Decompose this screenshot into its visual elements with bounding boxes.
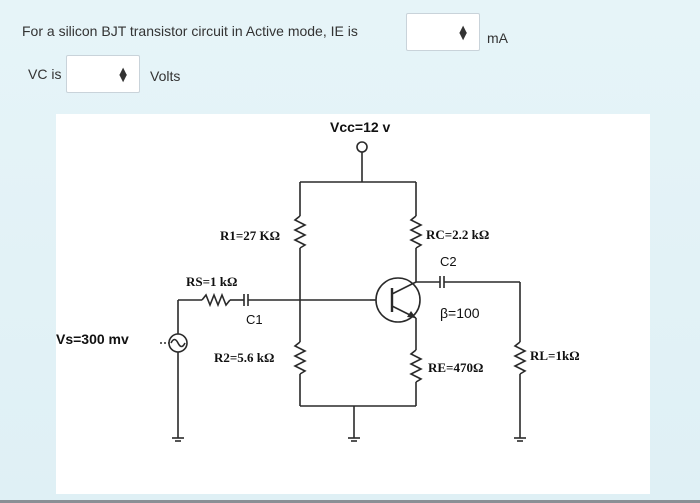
vcc-label: Vcc=12 v bbox=[330, 119, 391, 135]
rl-resistor bbox=[513, 341, 527, 375]
ie-unit: mA bbox=[487, 30, 508, 46]
r2-label: R2=5.6 kΩ bbox=[214, 350, 274, 365]
beta-label: β=100 bbox=[440, 305, 480, 321]
rl-label: RL=1kΩ bbox=[530, 348, 580, 363]
re-resistor bbox=[409, 349, 423, 383]
c1-label: C1 bbox=[246, 312, 263, 327]
circuit-diagram: Vcc=12 v R1=27 KΩ RC=2.2 kΩ C2 RS=1 kΩ C… bbox=[56, 114, 650, 494]
vc-select[interactable]: ▲▼ bbox=[66, 55, 140, 93]
rc-label: RC=2.2 kΩ bbox=[426, 227, 489, 242]
ground-icon bbox=[514, 437, 526, 442]
rs-resistor bbox=[201, 292, 231, 308]
r1-resistor bbox=[293, 215, 307, 249]
bottom-divider bbox=[0, 500, 700, 503]
rc-resistor bbox=[409, 215, 423, 249]
ie-select[interactable]: ▲▼ bbox=[406, 13, 480, 51]
vc-unit: Volts bbox=[150, 68, 181, 84]
r2-resistor bbox=[293, 341, 307, 375]
question-text-vc: VC is bbox=[28, 66, 62, 82]
r1-label: R1=27 KΩ bbox=[220, 228, 280, 243]
select-arrows-icon: ▲▼ bbox=[459, 24, 467, 42]
diagram-background bbox=[56, 114, 650, 494]
select-arrows-icon: ▲▼ bbox=[119, 66, 127, 84]
rs-label: RS=1 kΩ bbox=[186, 274, 237, 289]
ground-icon bbox=[172, 437, 184, 442]
question-text-ie: For a silicon BJT transistor circuit in … bbox=[22, 23, 358, 39]
ground-icon bbox=[348, 437, 360, 442]
c2-label: C2 bbox=[440, 254, 457, 269]
vs-label: Vs=300 mv bbox=[56, 331, 129, 347]
re-label: RE=470Ω bbox=[428, 360, 483, 375]
